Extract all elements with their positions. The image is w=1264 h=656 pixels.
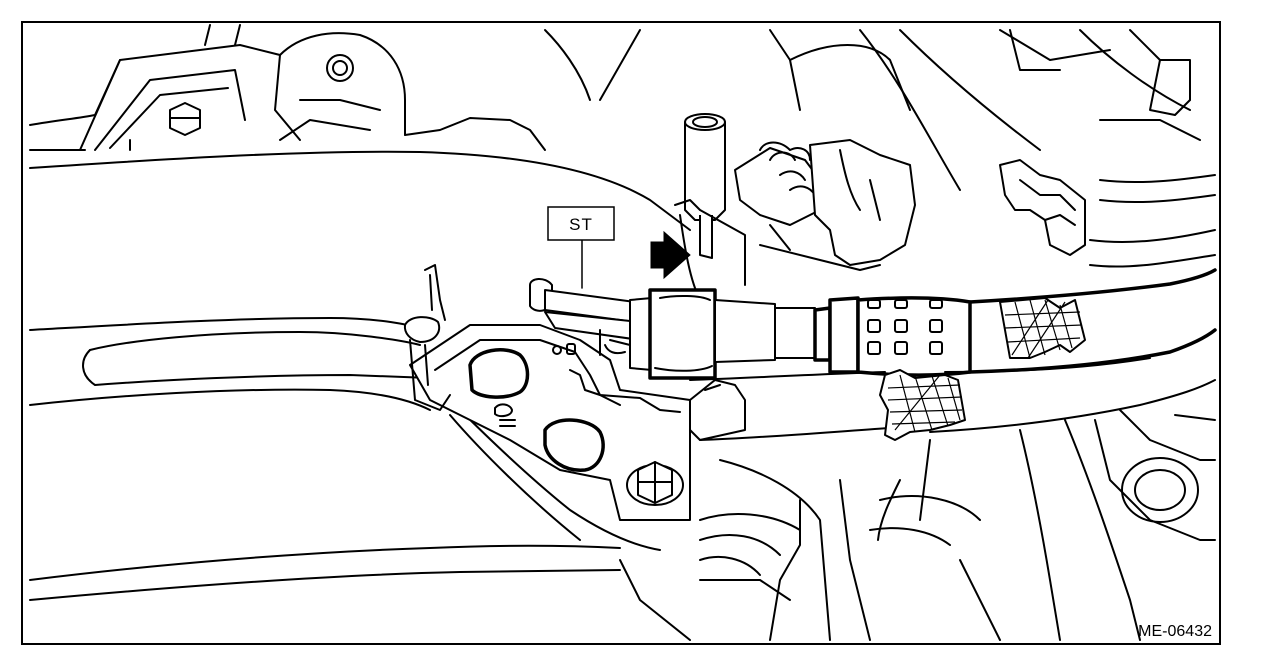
upper-left-manifold [29, 24, 546, 151]
st-label: ST [569, 215, 593, 234]
upper-right-components [544, 29, 1216, 268]
bolt-upper-left [169, 102, 201, 136]
st-callout: ST [547, 206, 615, 289]
vertical-pipe [674, 113, 746, 301]
main-hose [689, 268, 1217, 441]
special-tool [529, 278, 641, 356]
lower-right-components [619, 409, 1216, 641]
tape-wrap-2 [879, 369, 966, 441]
arrow-right-icon [650, 230, 691, 280]
tape-wrap-1 [999, 297, 1086, 359]
figure-frame [21, 21, 1221, 645]
intake-manifold [29, 150, 691, 601]
left-bracket [403, 264, 451, 411]
electrical-connector [734, 139, 916, 271]
figure-id: ME-06432 [1138, 623, 1212, 640]
hose-fitting [629, 288, 860, 380]
bolt-lower-center [626, 461, 684, 506]
mounting-bracket [409, 324, 746, 521]
hose-sleeve [856, 296, 972, 377]
st-label-box [547, 206, 615, 241]
hose-clip [999, 159, 1086, 256]
